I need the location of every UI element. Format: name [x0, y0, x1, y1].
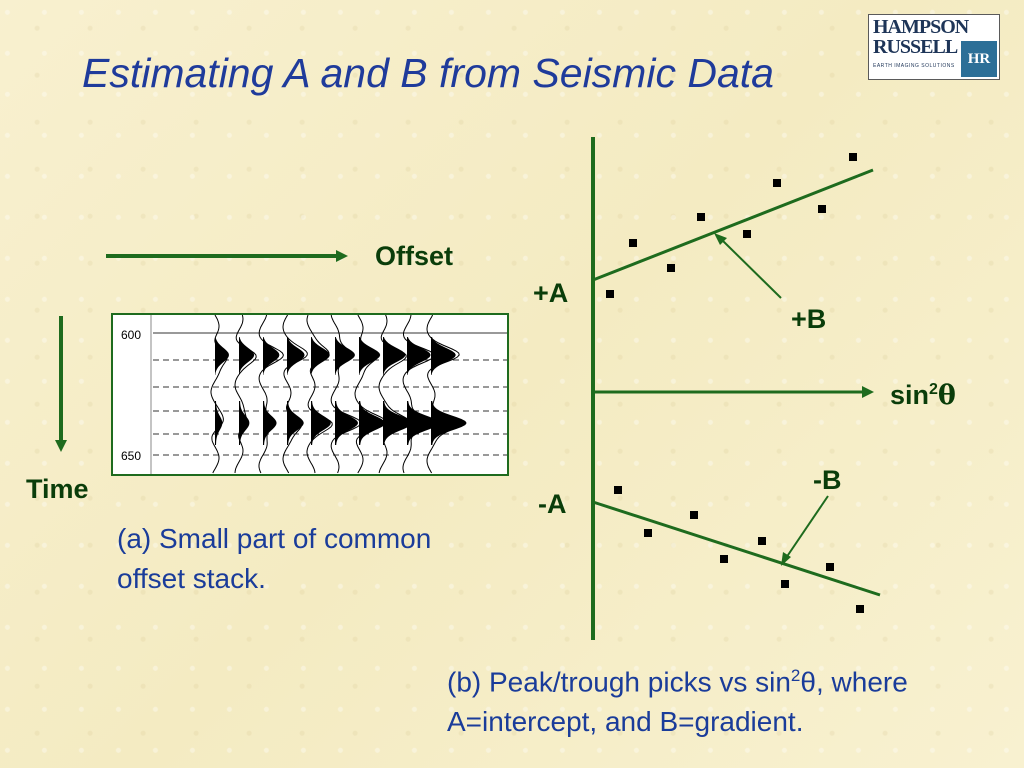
pick-point: [781, 580, 789, 588]
trace-fill: [239, 337, 255, 375]
trace-fill: [263, 337, 280, 375]
trace-fill: [431, 337, 456, 375]
pick-point: [856, 605, 864, 613]
minus-a-label: -A: [538, 489, 567, 519]
caption-b-post: θ, where: [800, 666, 908, 698]
trace-fill: [287, 337, 305, 375]
sin2-axis-arrowhead: [862, 386, 874, 398]
seismic-trace: [306, 315, 333, 474]
seismic-trace: [234, 315, 257, 474]
seismic-trace: [282, 315, 308, 474]
trace-fill: [383, 401, 413, 445]
trace-fill: [287, 401, 304, 445]
logo-line-2: RUSSELL: [873, 36, 958, 58]
plus-a-label: +A: [533, 278, 569, 308]
trace-fill: [359, 401, 386, 445]
logo-tagline: EARTH IMAGING SOLUTIONS: [873, 63, 955, 69]
offset-label: Offset: [375, 241, 454, 271]
seismic-trace: [426, 315, 460, 474]
offset-stack-panel: 600 650: [111, 313, 509, 476]
pick-point: [667, 264, 675, 272]
caption-a-line-1: (a) Small part of common: [117, 523, 432, 554]
pick-point: [644, 529, 652, 537]
plus-b-pointer: [721, 239, 782, 299]
time-arrow-head: [55, 440, 67, 452]
pick-point: [606, 290, 614, 298]
minus-b-pointer: [785, 495, 829, 559]
trace-fill: [407, 337, 431, 375]
caption-a: (a) Small part of common offset stack.: [117, 519, 431, 599]
sin-superscript: 2: [929, 381, 938, 398]
pick-point: [690, 511, 698, 519]
pick-point: [758, 537, 766, 545]
pick-point: [614, 486, 622, 494]
trace-fill: [239, 401, 250, 445]
pick-point: [849, 153, 857, 161]
seismic-traces: 600 650: [121, 315, 507, 474]
slide-title: Estimating A and B from Seismic Data: [82, 50, 774, 96]
caption-b-sup: 2: [790, 666, 801, 685]
trace-fill: [383, 337, 406, 375]
minus-b-label: -B: [813, 465, 842, 495]
caption-b-line-1: (b) Peak/trough picks vs sin2θ, where: [447, 656, 908, 702]
pick-point: [629, 239, 637, 247]
minus-b-pointer-head: [781, 552, 791, 566]
tick-600: 600: [121, 328, 141, 342]
trace-fill: [311, 401, 331, 445]
trace-fill: [431, 401, 467, 445]
plus-b-pointer-head: [714, 233, 727, 245]
pick-point: [773, 179, 781, 187]
seismic-trace: [210, 315, 228, 474]
offset-arrow-head: [336, 250, 348, 262]
sin2-axis-label: sin2θ: [890, 380, 956, 411]
time-label: Time: [26, 474, 89, 504]
negative-gradient-line: [592, 500, 881, 597]
plus-b-label: +B: [791, 304, 827, 334]
trace-fill: [311, 337, 330, 375]
caption-b: (b) Peak/trough picks vs sin2θ, where A=…: [447, 656, 908, 742]
trace-fill: [263, 401, 277, 445]
pick-point: [697, 213, 705, 221]
trace-fill: [407, 401, 440, 445]
caption-b-line-2: A=intercept, and B=gradient.: [447, 706, 804, 738]
pick-point: [826, 563, 834, 571]
trace-fill: [359, 337, 381, 375]
seismic-trace: [330, 315, 362, 474]
seismic-trace: [378, 315, 411, 474]
hampson-russell-logo: HAMPSON RUSSELL EARTH IMAGING SOLUTIONS …: [868, 14, 1000, 80]
trace-fill: [335, 401, 359, 445]
pick-point: [720, 555, 728, 563]
theta-symbol: θ: [937, 380, 956, 411]
positive-gradient-line: [592, 168, 874, 282]
trace-fill: [335, 337, 355, 375]
caption-a-line-2: offset stack.: [117, 563, 266, 594]
trace-fill: [215, 337, 229, 375]
sin-text: sin: [890, 380, 930, 410]
hr-logo-mark: HR: [961, 41, 997, 77]
caption-b-pre: (b) Peak/trough picks vs sin: [447, 666, 791, 698]
tick-650: 650: [121, 449, 141, 463]
pick-point: [743, 230, 751, 238]
logo-line-1: HAMPSON: [873, 16, 969, 38]
trace-group: [210, 315, 467, 474]
trace-fill: [215, 401, 223, 445]
pick-point: [818, 205, 826, 213]
